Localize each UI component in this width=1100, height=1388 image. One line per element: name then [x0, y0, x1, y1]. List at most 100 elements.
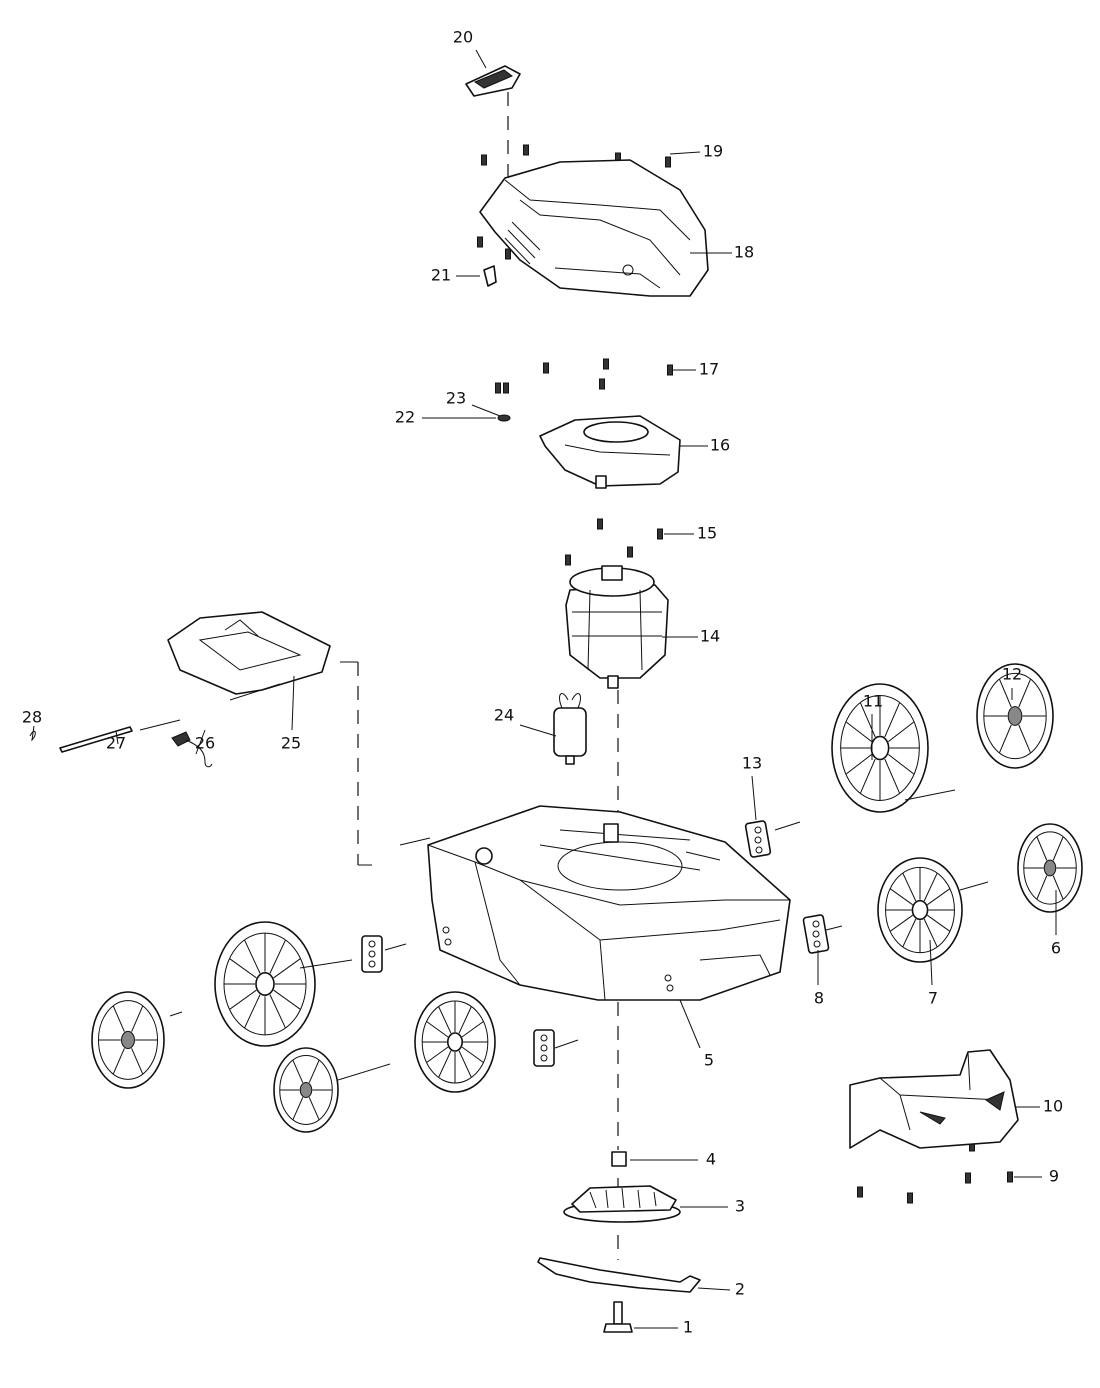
screw-icon: [603, 358, 609, 370]
part-2-blade: [537, 1257, 701, 1293]
part-1-bolt: [603, 1301, 633, 1333]
axle-line: [299, 959, 353, 969]
part-12-hubcap: [976, 663, 1054, 769]
screw-icon: [477, 236, 483, 248]
leader-line: [195, 729, 206, 755]
part-27-rod: [59, 726, 133, 753]
callout-18: 18: [734, 243, 754, 262]
callout-11: 11: [863, 692, 883, 711]
part-24-capacitor: [553, 693, 587, 765]
part-18-top-cover: [479, 159, 709, 297]
leader-line: [229, 683, 281, 701]
leader-line: [669, 151, 701, 155]
callout-27: 27: [106, 734, 126, 753]
part-10-mulch-plug: [849, 1049, 1019, 1149]
axle-line: [554, 1039, 579, 1049]
part-5-deck: [427, 805, 791, 1001]
screw-icon: [1007, 1171, 1013, 1183]
callout-22: 22: [395, 408, 415, 427]
screws: [477, 144, 1013, 1204]
callout-24: 24: [494, 706, 514, 725]
callout-15: 15: [697, 524, 717, 543]
callout-5: 5: [704, 1051, 714, 1070]
axle-line: [959, 881, 989, 891]
bracket-left-rear: [361, 935, 383, 973]
leader-lines: [115, 49, 1057, 1329]
screw-icon: [657, 528, 663, 540]
screw-icon: [597, 518, 603, 530]
hubcap-left-front: [273, 1047, 339, 1133]
callout-4: 4: [706, 1150, 716, 1169]
axle-line: [337, 1063, 391, 1081]
part-20-handle-cap: [465, 65, 521, 97]
part-6-hubcap: [1017, 823, 1083, 913]
callout-2: 2: [735, 1280, 745, 1299]
part-28-pin: [29, 725, 36, 742]
screw-icon: [543, 362, 549, 374]
part-21-clip: [483, 265, 497, 287]
screw-icon: [667, 364, 673, 376]
part-13-bracket: [744, 820, 772, 858]
part-22-cable-clip: [497, 414, 511, 422]
wheels: [91, 663, 1083, 1133]
part-26-safety-key: [171, 731, 213, 768]
screw-icon: [857, 1186, 863, 1198]
callout-3: 3: [735, 1197, 745, 1216]
part-14-motor: [565, 565, 669, 689]
screw-icon: [965, 1172, 971, 1184]
screw-icon: [627, 546, 633, 558]
callout-23: 23: [446, 389, 466, 408]
callout-1: 1: [683, 1318, 693, 1337]
callout-21: 21: [431, 266, 451, 285]
wheel-left-front: [414, 991, 496, 1093]
callout-25: 25: [281, 734, 301, 753]
axle-line: [399, 837, 431, 846]
leader-line: [471, 404, 501, 417]
leader-line: [697, 1287, 731, 1291]
part-8-bracket: [802, 914, 830, 954]
axle-line: [774, 821, 801, 831]
screw-icon: [481, 154, 487, 166]
callout-6: 6: [1051, 939, 1061, 958]
callout-16: 16: [710, 436, 730, 455]
callout-20: 20: [453, 28, 473, 47]
leader-line: [679, 999, 701, 1049]
part-16-motor-cover: [539, 415, 681, 489]
screw-icon: [523, 144, 529, 156]
hubcap-left-rear: [91, 991, 165, 1089]
leader-line: [475, 49, 487, 69]
callout-14: 14: [700, 627, 720, 646]
axle-brackets: [361, 820, 830, 1067]
bracket-left-front: [533, 1029, 555, 1067]
leader-line: [115, 730, 119, 745]
leader-line: [929, 939, 933, 986]
axle-line: [904, 789, 956, 801]
screw-icon: [495, 382, 501, 394]
wheel-left-rear: [214, 921, 316, 1047]
callout-13: 13: [742, 754, 762, 773]
callout-8: 8: [814, 989, 824, 1008]
screw-icon: [505, 248, 511, 260]
leader-line: [139, 719, 181, 731]
callout-28: 28: [22, 708, 42, 727]
part-25-rear-flap: [167, 611, 331, 695]
screw-icon: [665, 156, 671, 168]
leader-line: [751, 775, 757, 821]
callout-7: 7: [928, 989, 938, 1008]
callout-26: 26: [195, 734, 215, 753]
part-4-adapter: [611, 1151, 627, 1167]
callout-12: 12: [1002, 665, 1022, 684]
part-11-rear-wheel: [831, 683, 929, 813]
leader-line: [519, 724, 557, 737]
screw-icon: [599, 378, 605, 390]
axle-line: [825, 925, 843, 931]
screw-icon: [503, 382, 509, 394]
callout-9: 9: [1049, 1167, 1059, 1186]
screw-icon: [907, 1192, 913, 1204]
part-7-front-wheel: [877, 857, 963, 963]
callout-17: 17: [699, 360, 719, 379]
screw-icon: [565, 554, 571, 566]
callout-10: 10: [1043, 1097, 1063, 1116]
